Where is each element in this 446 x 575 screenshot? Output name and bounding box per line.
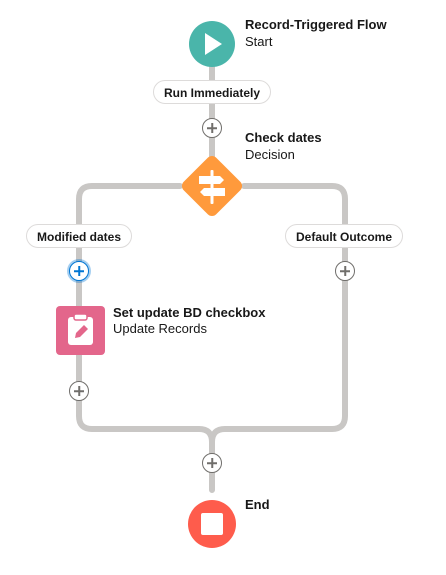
decision-icon xyxy=(199,170,225,204)
add-element-button[interactable] xyxy=(202,453,222,473)
update-node-title: Set update BD checkbox xyxy=(113,305,266,320)
decision-node-type: Decision xyxy=(245,147,295,162)
add-element-button[interactable] xyxy=(202,118,222,138)
end-node-title: End xyxy=(245,497,270,512)
update-node-type: Update Records xyxy=(113,321,207,336)
run-immediately-label[interactable]: Run Immediately xyxy=(153,80,272,104)
add-element-button[interactable] xyxy=(335,261,355,281)
outcome-label-default[interactable]: Default Outcome xyxy=(285,224,404,248)
start-node-title: Record-Triggered Flow xyxy=(245,17,387,32)
play-icon xyxy=(205,33,222,55)
outcome-label-modified-dates[interactable]: Modified dates xyxy=(26,224,133,248)
add-element-button[interactable] xyxy=(69,261,89,281)
add-element-button[interactable] xyxy=(69,381,89,401)
decision-node-title: Check dates xyxy=(245,130,322,145)
stop-icon xyxy=(201,513,223,535)
start-node-type: Start xyxy=(245,34,273,49)
clipboard-edit-icon xyxy=(68,313,93,345)
